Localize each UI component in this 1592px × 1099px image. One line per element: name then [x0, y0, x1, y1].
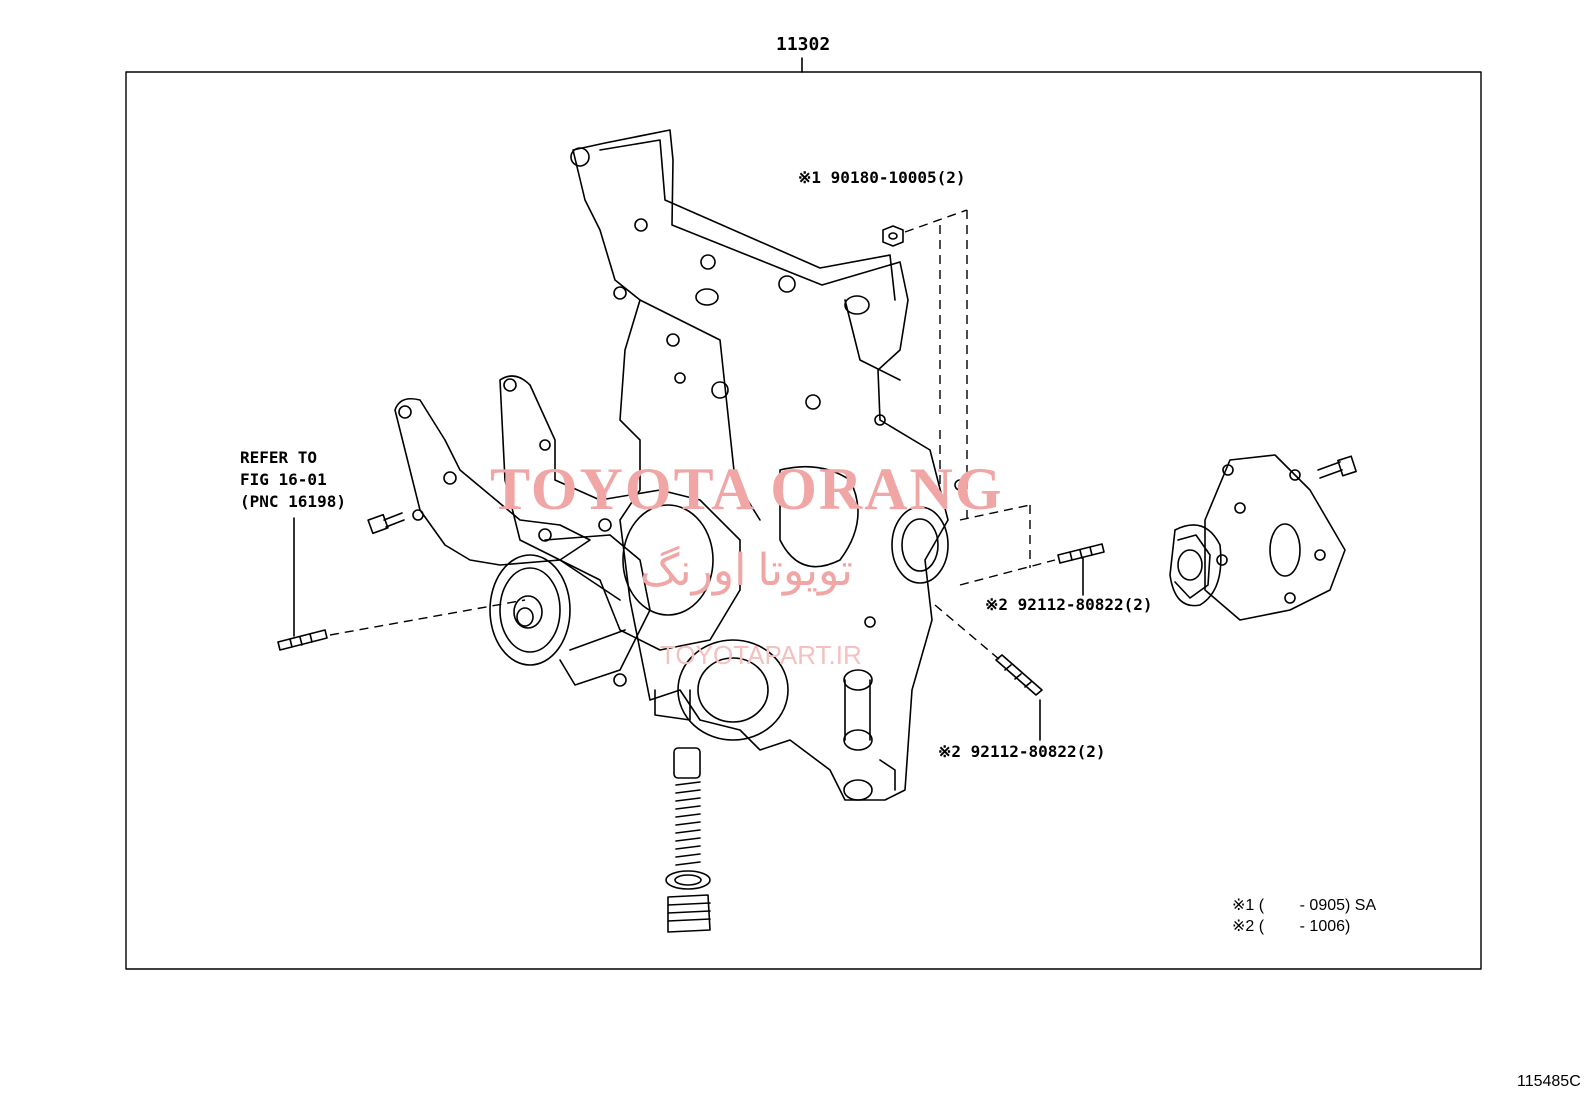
refer-line-2: FIG 16-01	[240, 470, 327, 489]
oil-pump	[1169, 454, 1346, 621]
stud-bottom	[995, 654, 1043, 696]
footnote-1: ※1 ( - 0905) SA	[1232, 897, 1377, 914]
nut-top	[882, 225, 904, 247]
bolt-right	[1317, 455, 1357, 479]
timing-cover	[570, 129, 966, 801]
assembly-number: 11302	[776, 34, 831, 55]
part-label-stud-bottom: ※2 92112-80822(2)	[938, 742, 1106, 761]
dash-stud-left	[329, 599, 526, 636]
refer-line-1: REFER TO	[240, 448, 318, 467]
water-pump	[489, 518, 651, 687]
refer-line-3: (PNC 16198)	[240, 492, 346, 511]
watermark-brand-fa: تویوتا اورنگ	[640, 546, 853, 595]
figure-code: 115485C	[1517, 1073, 1581, 1090]
part-label-nut: ※1 90180-10005(2)	[798, 168, 966, 187]
footnotes: ※1 ( - 0905) SA ※2 ( - 1006)	[1232, 895, 1376, 937]
watermark-brand: TOYOTA ORANG	[490, 456, 1004, 522]
part-label-stud-right: ※2 92112-80822(2)	[985, 595, 1153, 614]
footnote-2: ※2 ( - 1006)	[1232, 918, 1351, 935]
stud-right	[1057, 543, 1105, 564]
gasket-left	[394, 397, 591, 566]
diagram-frame	[125, 71, 1482, 970]
stud-left	[277, 629, 328, 651]
bolt-left	[367, 512, 405, 535]
watermark-site: TOYOTAPART.IR	[660, 640, 862, 670]
relief-valve	[665, 747, 711, 933]
